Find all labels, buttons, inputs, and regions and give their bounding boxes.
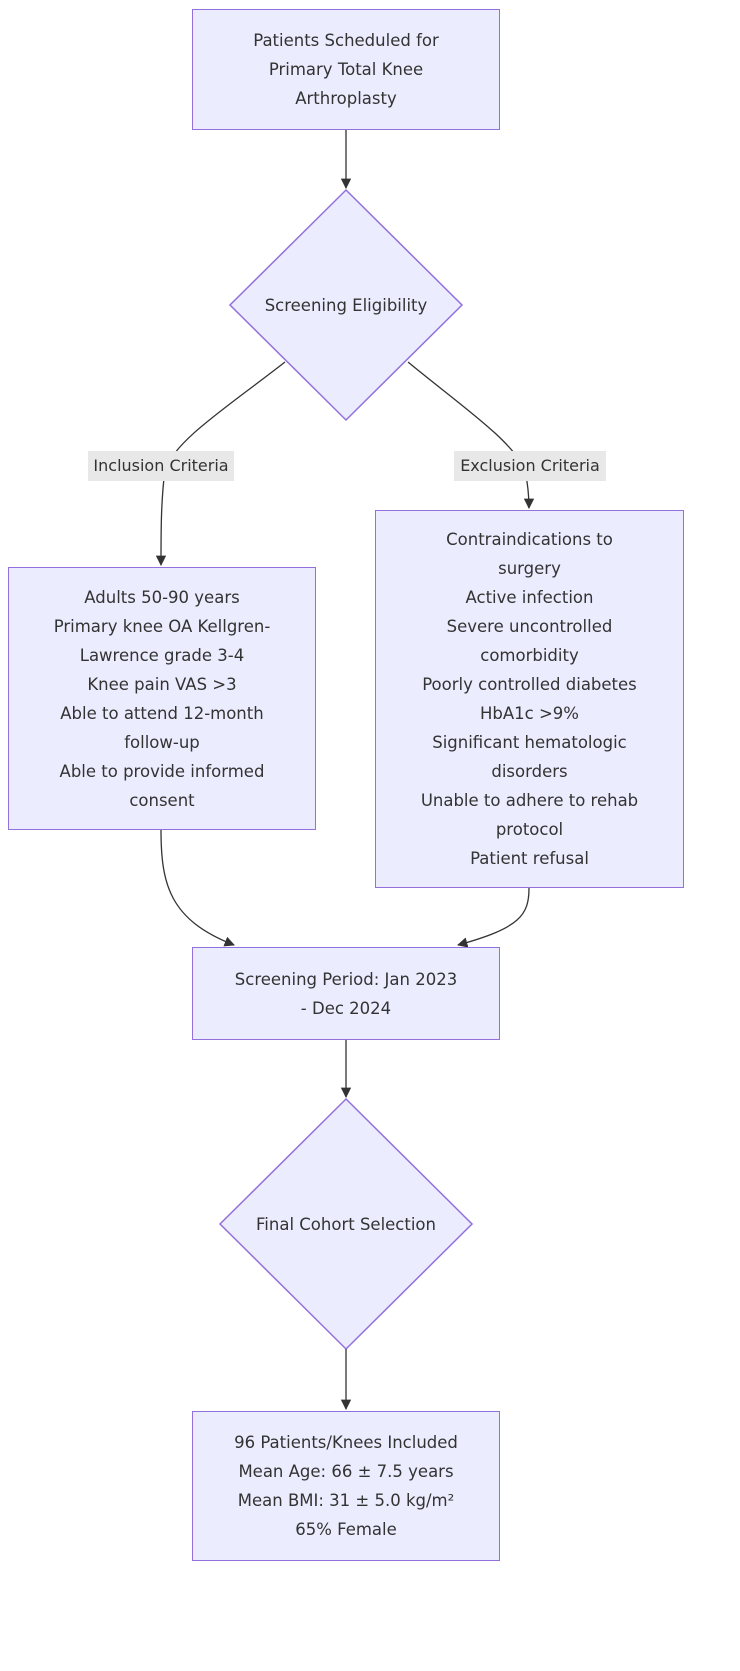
node-line: consent [129,790,195,810]
edge-exclusion-to-period [456,887,530,948]
node-line: Patient refusal [470,849,589,868]
node-line: comorbidity [480,646,579,665]
cohort-included-text: 96 Patients/Knees Included Mean Age: 66 … [234,1428,458,1544]
final-cohort-selection-label: Final Cohort Selection [256,1215,436,1234]
exclusion-criteria-text: Contraindications to surgery Active infe… [421,525,638,873]
node-line: protocol [495,820,564,839]
node-line: - Dec 2024 [300,998,392,1018]
inclusion-criteria-label: Inclusion Criteria [88,451,234,481]
node-line: disorders [491,762,568,781]
node-line: Poorly controlled diabetes [422,675,637,694]
node-line: Able to provide informed [59,761,265,781]
exclusion-criteria-label: Exclusion Criteria [454,451,606,481]
node-line: 65% Female [295,1520,397,1539]
inclusion-criteria-text: Adults 50-90 years Primary knee OA Kellg… [54,583,271,815]
node-line: Primary Total Knee [268,60,424,79]
exclusion-criteria-node: Contraindications to surgery Active infe… [375,510,684,888]
edge-inclusion-to-period [160,829,235,947]
node-line: Active infection [465,588,594,607]
patients-scheduled-text: Patients Scheduled for Primary Total Kne… [253,26,439,113]
edge-screening-to-exclusion [407,361,535,510]
node-line: Lawrence grade 3-4 [79,645,245,665]
node-line: Knee pain VAS >3 [87,674,237,694]
node-line: Significant hematologic [432,733,627,752]
node-line: Screening Period: Jan 2023 [234,969,458,989]
node-line: HbA1c >9% [480,704,579,723]
node-line: follow-up [124,732,200,752]
patients-scheduled-node: Patients Scheduled for Primary Total Kne… [192,9,500,130]
node-line: Patients Scheduled for [253,31,439,50]
node-line: Adults 50-90 years [84,587,240,607]
screening-eligibility-label: Screening Eligibility [264,296,428,315]
node-line: Contraindications to [446,530,613,549]
node-line: Arthroplasty [295,89,397,108]
cohort-included-node: 96 Patients/Knees Included Mean Age: 66 … [192,1411,500,1561]
screening-eligibility-diamond [228,188,464,422]
node-line: Mean BMI: 31 ± 5.0 kg/m² [237,1491,455,1510]
node-line: 96 Patients/Knees Included [234,1433,458,1452]
node-line: Severe uncontrolled [446,617,613,636]
node-line: Unable to adhere to rehab [420,791,639,810]
screening-period-text: Screening Period: Jan 2023 - Dec 2024 [235,965,457,1023]
node-line: Able to attend 12-month [60,703,264,723]
node-line: Primary knee OA Kellgren- [53,616,271,636]
inclusion-criteria-node: Adults 50-90 years Primary knee OA Kellg… [8,567,316,830]
node-line: Mean Age: 66 ± 7.5 years [238,1462,454,1481]
node-line: surgery [498,559,561,578]
screening-period-node: Screening Period: Jan 2023 - Dec 2024 [192,947,500,1040]
